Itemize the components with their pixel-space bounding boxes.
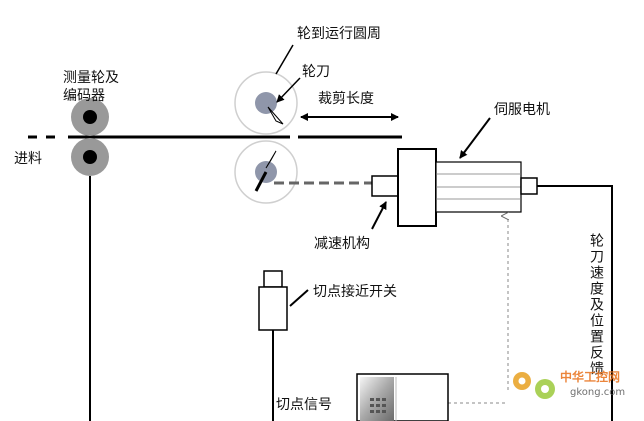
reducer-body (397, 148, 437, 227)
encoder-rollers (71, 98, 109, 176)
rotary-knife-lower (234, 140, 298, 204)
knife-label: 轮刀 (302, 64, 330, 80)
encoder-label-line2: 编码器 (63, 88, 105, 104)
feedback-label: 轮刀速度及位置反馈 (588, 233, 604, 377)
feedback-line (537, 185, 613, 421)
servo-motor-label: 伺服电机 (494, 102, 550, 118)
reducer-shaft (371, 175, 399, 197)
motor-encoder-end (520, 177, 538, 195)
rotary-knife-upper (234, 71, 298, 135)
cut-length-label: 裁剪长度 (318, 91, 374, 107)
feed-label: 进料 (14, 151, 42, 167)
reducer-label: 减速机构 (314, 236, 370, 252)
cut-signal-label: 切点信号 (276, 397, 332, 413)
proximity-switch (258, 270, 288, 331)
watermark-cn: 中华工控网 (560, 369, 620, 384)
encoder-label-line1: 测量轮及 (63, 70, 119, 86)
circle-leader (275, 44, 294, 75)
reducer-leader (371, 201, 387, 230)
watermark-logo: 中华工控网 gkong.com (513, 369, 625, 399)
switch-leader (289, 289, 309, 307)
servo-leader (459, 117, 491, 159)
servo-assembly (371, 148, 538, 227)
watermark-en: gkong.com (570, 387, 625, 398)
cut-switch-label: 切点接近开关 (313, 283, 397, 300)
knife-leader (276, 77, 301, 103)
circle-label: 轮到运行圆周 (297, 26, 381, 42)
controller-unit (356, 373, 449, 421)
